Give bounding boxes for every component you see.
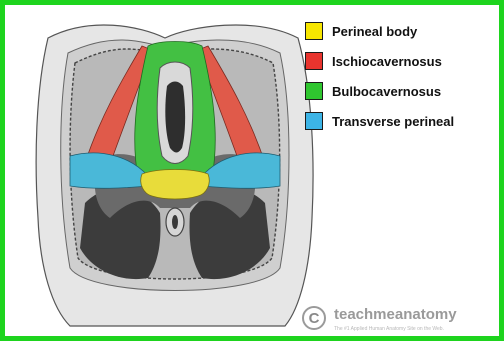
perineum-illustration xyxy=(30,8,320,333)
legend-label: Transverse perineal xyxy=(332,114,454,129)
legend-item-perineal-body: Perineal body xyxy=(305,21,495,41)
legend-swatch-transverse-perineal xyxy=(305,112,323,130)
legend-item-bulbocavernosus: Bulbocavernosus xyxy=(305,81,495,101)
legend-item-transverse-perineal: Transverse perineal xyxy=(305,111,495,131)
legend-label: Perineal body xyxy=(332,24,417,39)
teachmeanatomy-watermark: C teachmeanatomy The #1 Applied Human An… xyxy=(302,300,502,336)
legend-item-ischiocavernosus: Ischiocavernosus xyxy=(305,51,495,71)
watermark-tagline: The #1 Applied Human Anatomy Site on the… xyxy=(334,326,444,332)
legend-swatch-ischiocavernosus xyxy=(305,52,323,70)
copyright-icon: C xyxy=(302,306,326,330)
anal-opening xyxy=(172,215,178,229)
legend-swatch-perineal-body xyxy=(305,22,323,40)
watermark-name: teachmeanatomy xyxy=(334,306,457,323)
legend: Perineal body Ischiocavernosus Bulbocave… xyxy=(305,21,495,141)
legend-label: Ischiocavernosus xyxy=(332,54,442,69)
legend-swatch-bulbocavernosus xyxy=(305,82,323,100)
perineal-body xyxy=(141,170,210,200)
legend-label: Bulbocavernosus xyxy=(332,84,441,99)
